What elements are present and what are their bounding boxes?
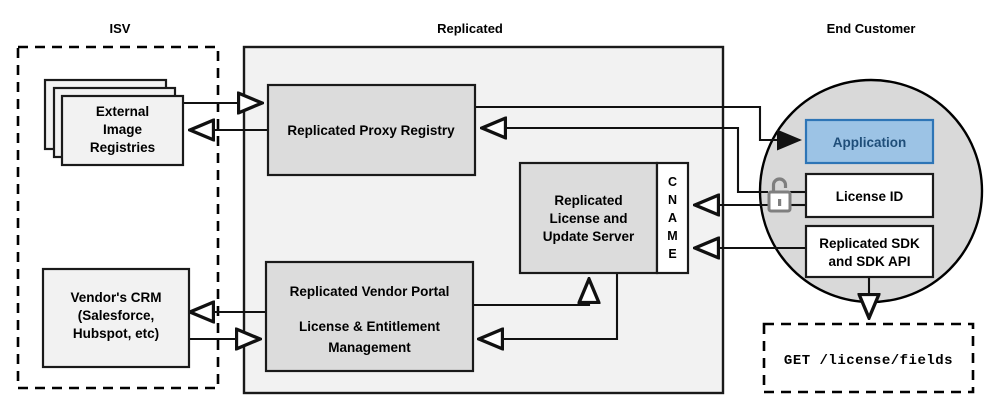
connector-proxy-to-application <box>475 105 803 151</box>
vendor-portal-label-line3: License & Entitlement <box>299 319 441 334</box>
cname-letter-c: C <box>668 175 677 189</box>
node-cname-strip[interactable]: C N A M E <box>655 161 690 275</box>
node-license-update-server[interactable]: Replicated License and Update Server <box>518 161 659 275</box>
license-id-box <box>804 172 935 219</box>
zone-label-end-customer: End Customer <box>827 21 916 36</box>
replicated-sdk-label-line2: and SDK API <box>828 254 910 269</box>
proxy-registry-label: Replicated Proxy Registry <box>287 123 455 138</box>
open-padlock-icon <box>767 177 792 213</box>
vendors-crm-label-line2: (Salesforce, <box>78 308 155 323</box>
registries-label-line3: Registries <box>90 140 155 155</box>
vendor-portal-label-line1: Replicated Vendor Portal <box>290 284 450 299</box>
replicated-sdk-box <box>804 224 935 279</box>
vendors-crm-box <box>41 267 191 369</box>
api-call-label: GET /license/fields <box>784 353 953 369</box>
api-call-boundary <box>762 322 975 394</box>
cname-letter-e: E <box>668 247 676 261</box>
cname-strip-box <box>655 161 690 275</box>
proxy-registry-box <box>266 83 477 177</box>
registries-label-line2: Image <box>103 122 143 137</box>
zone-label-replicated: Replicated <box>437 21 503 36</box>
license-update-server-box <box>518 161 659 275</box>
node-vendor-portal[interactable]: Replicated Vendor Portal License & Entit… <box>264 260 475 373</box>
vendors-crm-label-line1: Vendor's CRM <box>71 290 162 305</box>
application-label: Application <box>833 135 907 150</box>
connector-layer <box>183 103 869 339</box>
connector-portal-to-license-server <box>473 279 589 307</box>
node-application[interactable]: Application <box>804 118 935 165</box>
vendors-crm-label-line3: Hubspot, etc) <box>73 326 159 341</box>
application-box <box>804 118 935 165</box>
license-server-label-line3: Update Server <box>543 229 635 244</box>
license-id-label: License ID <box>836 189 904 204</box>
connector-licenseid-to-proxy <box>482 128 768 194</box>
replicated-sdk-label-line1: Replicated SDK <box>819 236 920 251</box>
node-proxy-registry[interactable]: Replicated Proxy Registry <box>266 83 477 177</box>
connector-license-server-to-portal <box>479 273 619 339</box>
vendor-portal-label-line4: Management <box>328 340 411 355</box>
node-replicated-sdk[interactable]: Replicated SDK and SDK API <box>804 224 935 279</box>
license-server-label-line2: License and <box>549 211 627 226</box>
cname-letter-m: M <box>667 229 677 243</box>
zone-label-isv: ISV <box>110 21 131 36</box>
registries-label-line1: External <box>96 104 149 119</box>
cname-letter-n: N <box>668 193 677 207</box>
registry-stack-front <box>60 94 185 167</box>
cname-letter-a: A <box>668 211 677 225</box>
license-server-label-line1: Replicated <box>554 193 622 208</box>
node-license-id[interactable]: License ID <box>804 172 935 219</box>
node-external-image-registries[interactable]: External Image Registries <box>43 78 185 167</box>
vendor-portal-box <box>264 260 475 373</box>
node-api-call: GET /license/fields <box>762 322 975 394</box>
node-vendors-crm[interactable]: Vendor's CRM (Salesforce, Hubspot, etc) <box>41 267 191 369</box>
